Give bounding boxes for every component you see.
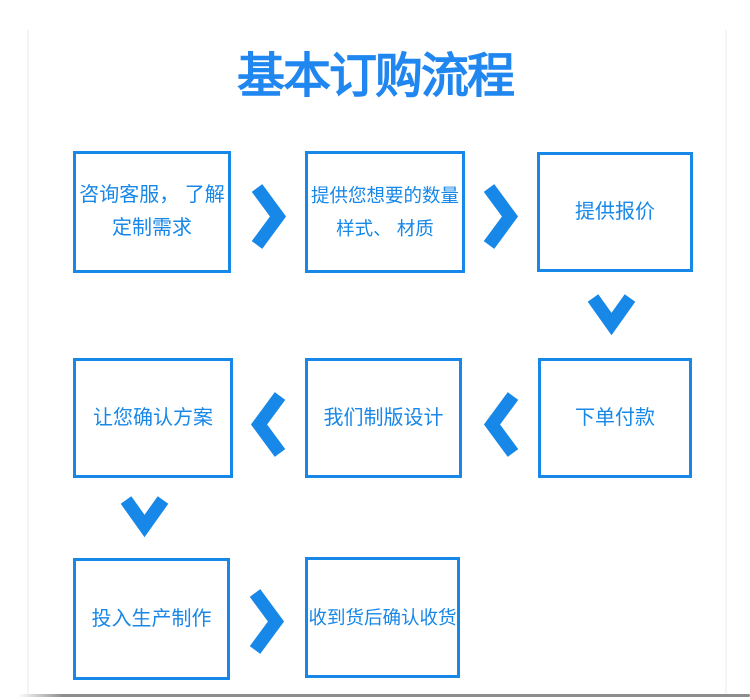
step-text-line: 样式、 材质 (336, 218, 434, 239)
step-box-quote: 提供报价 (537, 152, 693, 272)
right-edge-line (725, 30, 727, 694)
arrow-down-icon (587, 292, 636, 340)
arrow-left-icon (250, 391, 286, 458)
arrow-right-icon (249, 588, 285, 655)
step-text-line: 定制需求 (112, 217, 192, 239)
step-box-confirm-plan: 让您确认方案 (73, 358, 233, 478)
step-box-specs: 提供您想要的数量 样式、 材质 (305, 151, 465, 273)
step-text-line: 咨询客服， 了解 (79, 184, 225, 206)
step-text-line: 下单付款 (575, 406, 655, 429)
step-box-design: 我们制版设计 (305, 358, 462, 478)
step-text-line: 提供您想要的数量 (310, 185, 459, 206)
arrow-left-icon (483, 391, 519, 458)
step-box-receive: 收到货后确认收货 (305, 557, 460, 678)
arrow-right-icon (483, 183, 519, 250)
step-box-order-pay: 下单付款 (538, 358, 692, 478)
page-title: 基本订购流程 (236, 50, 515, 103)
step-text-line: 我们制版设计 (323, 406, 444, 429)
step-box-consult: 咨询客服， 了解 定制需求 (73, 151, 231, 273)
step-text-line: 让您确认方案 (93, 406, 213, 429)
step-text-line: 收到货后确认收货 (308, 607, 457, 628)
arrow-right-icon (251, 183, 287, 250)
bottom-shadow-line (18, 694, 750, 697)
arrow-down-icon (120, 494, 169, 542)
step-text-line: 投入生产制作 (91, 607, 212, 630)
left-edge-line (27, 30, 29, 694)
step-box-production: 投入生产制作 (73, 558, 230, 680)
step-text-line: 提供报价 (575, 200, 655, 223)
